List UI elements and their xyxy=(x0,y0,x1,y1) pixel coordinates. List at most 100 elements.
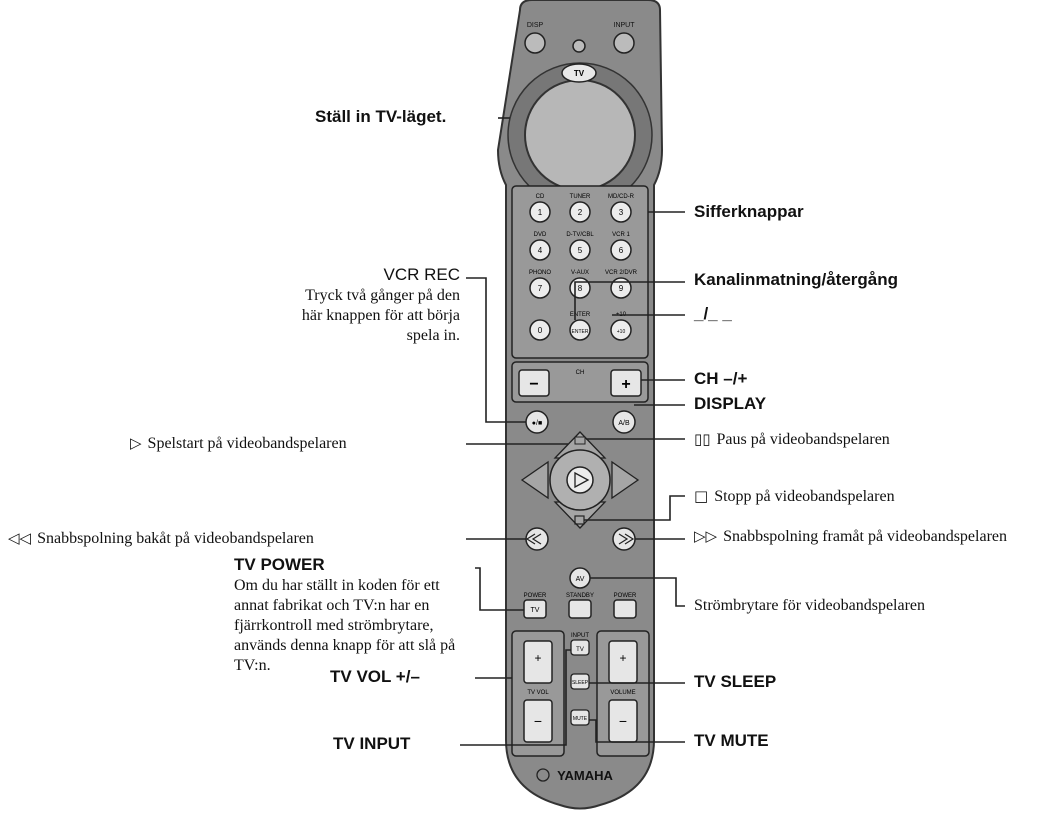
line-tv-input xyxy=(460,649,571,746)
main-power-button[interactable] xyxy=(613,599,637,619)
number-key-button[interactable] xyxy=(610,201,632,223)
volume-plus-label: + xyxy=(619,651,626,665)
rewind-symbol-icon: ◁◁ xyxy=(8,529,32,547)
label-tv-mode: Ställ in TV-läget. xyxy=(315,107,447,126)
label-tv-mute: TV MUTE xyxy=(694,731,769,750)
label-tv-power-title: TV POWER xyxy=(234,555,325,574)
volume-key-label: VOLUME xyxy=(610,690,635,696)
number-key-label: 8 xyxy=(578,284,583,293)
tv-power-button-text: TV xyxy=(531,607,540,614)
number-key-button[interactable] xyxy=(529,239,551,261)
tv-mode-key-label: TV xyxy=(574,69,585,78)
tv-mute-button[interactable] xyxy=(570,709,590,726)
label-pause: ▯▯Paus på videobandspelaren xyxy=(694,429,890,450)
main-power-key-label: POWER xyxy=(614,593,637,599)
tv-power-button[interactable] xyxy=(523,599,547,619)
dpad-left[interactable] xyxy=(520,460,549,500)
brand-logo: YAMAHA xyxy=(557,768,613,783)
number-key-button[interactable] xyxy=(610,239,632,261)
yamaha-logo-icon xyxy=(536,768,550,782)
number-key-label: 7 xyxy=(538,284,543,293)
label-number-keys: Sifferknappar xyxy=(694,202,804,221)
play-symbol-icon: ▷ xyxy=(130,434,142,452)
ff-button[interactable] xyxy=(612,527,636,551)
label-play-text: Spelstart på videobandspelaren xyxy=(147,435,347,452)
tv-vol-plus-button[interactable] xyxy=(523,640,553,684)
tv-vol-minus-button[interactable] xyxy=(523,699,553,743)
label-tv-power-desc: Om du har ställt in koden för ett annat … xyxy=(234,577,456,674)
rewind-button[interactable] xyxy=(525,527,549,551)
number-key-caption: V-AUX xyxy=(571,270,589,276)
label-channel-entry: Kanalinmatning/återgång xyxy=(694,270,899,289)
dpad-right[interactable] xyxy=(611,460,640,500)
label-pause-text: Paus på videobandspelaren xyxy=(716,431,890,448)
label-ff-text: Snabbspolning framåt på videobandspelare… xyxy=(723,528,1007,545)
label-display: DISPLAY xyxy=(694,394,767,413)
number-key-caption: DVD xyxy=(534,232,547,238)
label-play: ▷ Spelstart på videobandspelaren xyxy=(130,433,347,454)
label-stop-text: Stopp på videobandspelaren xyxy=(714,488,895,505)
number-key-button[interactable] xyxy=(569,319,591,341)
line-vcr-power xyxy=(590,577,685,607)
line-channel-entry xyxy=(574,281,685,320)
tv-power-key-label: POWER xyxy=(524,593,547,599)
standby-button[interactable] xyxy=(568,599,592,619)
tv-vol-minus-label: − xyxy=(534,713,542,729)
number-key-button[interactable] xyxy=(529,319,551,341)
number-key-caption: D-TV/CBL xyxy=(566,232,594,238)
ch-minus-button[interactable] xyxy=(518,369,550,397)
number-key-button[interactable] xyxy=(610,277,632,299)
number-key-label: 6 xyxy=(619,246,624,255)
label-rewind: ◁◁ Snabbspolning bakåt på videobandspelar… xyxy=(8,528,314,549)
number-key-caption: VCR 2/DVR xyxy=(605,270,638,276)
number-key-caption: PHONO xyxy=(529,270,551,276)
number-key-button[interactable] xyxy=(529,277,551,299)
number-key-label: ENTER xyxy=(572,329,589,335)
rewind-icon xyxy=(525,533,542,545)
ch-plus-label: + xyxy=(621,376,630,393)
line-vcr-rec xyxy=(466,277,526,423)
number-key-label: +10 xyxy=(617,329,626,335)
number-key-button[interactable] xyxy=(529,201,551,223)
ch-panel-label: CH xyxy=(576,370,585,376)
standby-key-label: STANDBY xyxy=(566,593,594,599)
input-key-label: INPUT xyxy=(614,22,636,29)
volume-minus-label: − xyxy=(619,713,627,729)
tv-mode-button[interactable] xyxy=(561,63,597,83)
jog-dial[interactable] xyxy=(524,79,636,191)
ch-minus-label: − xyxy=(529,376,538,393)
tv-sleep-button-text: SLEEP xyxy=(572,680,589,686)
label-rewind-text: Snabbspolning bakåt på videobandspelaren xyxy=(37,530,314,547)
number-key-caption: TUNER xyxy=(570,194,591,200)
label-tv-sleep: TV SLEEP xyxy=(694,672,777,691)
number-key-label: 9 xyxy=(619,284,624,293)
number-key-label: 1 xyxy=(538,208,543,217)
callout-lines xyxy=(460,117,685,746)
tv-input-button-text: TV xyxy=(576,647,584,653)
label-vcr-power: Strömbrytare för videobandspelaren xyxy=(694,597,926,614)
number-key-button[interactable] xyxy=(569,201,591,223)
disp-button[interactable] xyxy=(524,32,546,54)
line-tv-power xyxy=(475,567,524,611)
tv-sleep-button[interactable] xyxy=(570,673,590,690)
ch-plus-button[interactable] xyxy=(610,369,642,397)
ab-key-label: A/B xyxy=(618,420,630,427)
number-key-label: 3 xyxy=(619,208,624,217)
input-button[interactable] xyxy=(613,32,635,54)
pause-icon xyxy=(574,436,586,445)
play-button[interactable] xyxy=(566,466,594,494)
line-stop xyxy=(584,495,685,521)
vcr-rec-key-label: ●/■ xyxy=(532,420,542,427)
av-key-label: AV xyxy=(576,576,585,583)
tv-vol-key-label: TV VOL xyxy=(527,690,549,696)
stop-symbol-icon: □ xyxy=(694,487,709,505)
number-key-button[interactable] xyxy=(569,239,591,261)
tv-input-button[interactable] xyxy=(570,639,590,656)
number-key-label: 2 xyxy=(578,208,583,217)
tv-mute-button-text: MUTE xyxy=(573,716,588,722)
number-key-label: 0 xyxy=(538,326,543,335)
number-key-button[interactable] xyxy=(610,319,632,341)
ab-button[interactable] xyxy=(612,410,636,434)
gear-button[interactable] xyxy=(572,39,586,53)
